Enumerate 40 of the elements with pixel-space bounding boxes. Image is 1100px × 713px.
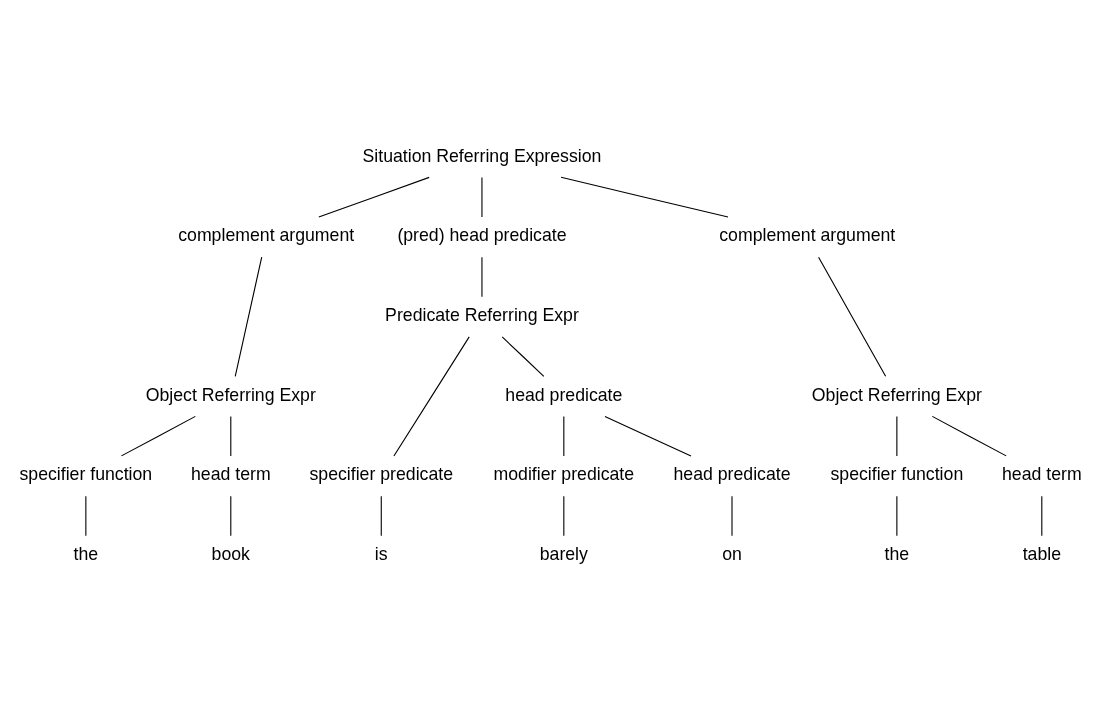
connector (393, 336, 470, 457)
node-text: Situation Referring Expression (362, 145, 602, 166)
node-text: Object Referring Expr (145, 384, 316, 405)
node-text: Predicate Referring Expr (385, 304, 579, 325)
connector (230, 416, 232, 457)
node-text: the (73, 543, 99, 564)
connector (896, 416, 898, 457)
connector (380, 495, 382, 537)
node-text: specifier predicate (309, 464, 454, 485)
node-text: head term (190, 464, 271, 485)
connector (560, 176, 729, 218)
connector (604, 415, 692, 457)
node-text: head term (1001, 464, 1082, 485)
node-text: head predicate (673, 464, 791, 485)
connector (501, 336, 545, 377)
connector (563, 416, 565, 457)
connector (85, 495, 87, 537)
connector (234, 256, 263, 377)
connector (120, 415, 196, 457)
connector (931, 415, 1007, 457)
connector (896, 495, 898, 537)
node-text: specifier function (830, 464, 964, 485)
node-text: complement argument (719, 225, 896, 246)
connector (230, 495, 232, 537)
node-text: barely (539, 543, 588, 564)
node-text: complement argument (178, 225, 355, 246)
node-text: book (211, 543, 250, 564)
connector (1041, 495, 1043, 537)
node-text: is (374, 543, 388, 564)
node-text: modifier predicate (493, 464, 635, 485)
node-text: the (884, 543, 910, 564)
connector (818, 256, 887, 377)
node-text: table (1022, 543, 1061, 564)
node-text: specifier function (19, 464, 153, 485)
connector (318, 176, 430, 218)
node-text: on (722, 543, 742, 564)
node-text: head predicate (505, 384, 623, 405)
connector (563, 495, 565, 537)
node-text: (pred) head predicate (397, 225, 567, 246)
node-text: Object Referring Expr (811, 384, 982, 405)
